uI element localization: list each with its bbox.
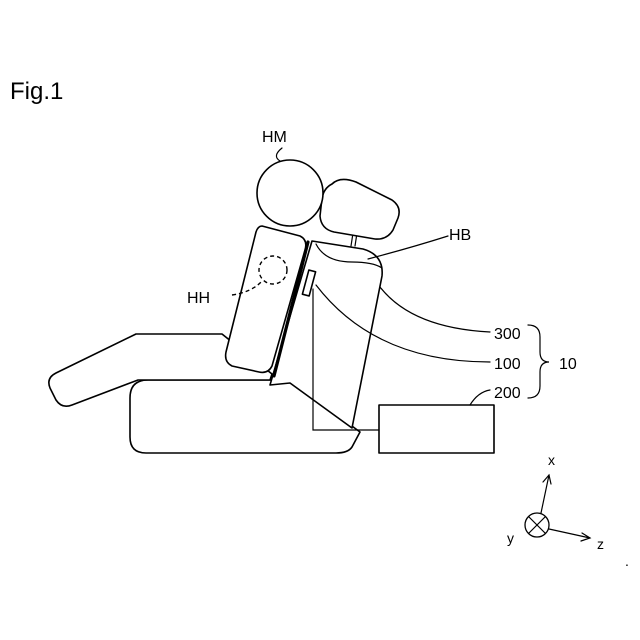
head (257, 160, 323, 226)
label-200: 200 (494, 385, 521, 402)
label-hh: HH (187, 290, 210, 307)
control-unit (379, 405, 494, 453)
axis-label-y: y (507, 530, 514, 546)
figure-title: Fig.1 (10, 78, 63, 105)
label-10: 10 (559, 356, 577, 373)
coordinate-axes: x y z (507, 452, 604, 552)
stray-dot: . (625, 553, 629, 569)
label-100: 100 (494, 356, 521, 373)
label-hm: HM (262, 129, 287, 146)
headrest (320, 179, 399, 239)
brace-10 (528, 325, 549, 398)
x-axis-arrow (541, 475, 549, 513)
leader-300 (380, 287, 490, 332)
axis-label-x: x (548, 452, 555, 468)
leader-hm (276, 148, 282, 161)
label-hb: HB (449, 227, 471, 244)
label-300: 300 (494, 326, 521, 343)
axis-label-z: z (597, 536, 604, 552)
leader-200 (470, 390, 490, 405)
